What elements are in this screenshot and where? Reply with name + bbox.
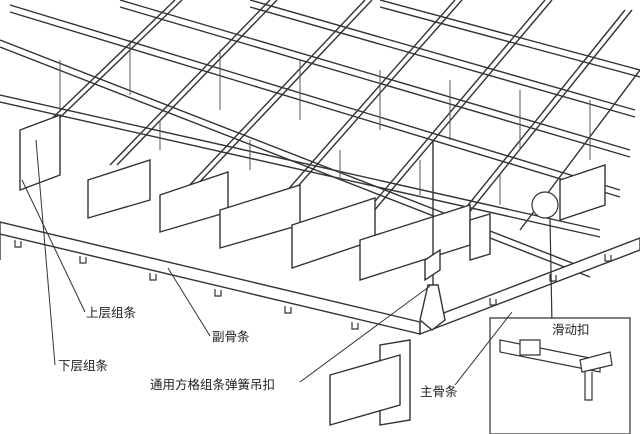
label-main-keel: 主骨条 (420, 384, 458, 399)
leader-lines (21, 139, 513, 386)
keel-slots (14, 240, 612, 330)
sliding-clip-callout (489, 191, 631, 434)
cell-depth-lines (59, 40, 591, 205)
upper-grid-strips (0, 0, 640, 278)
main-keel (419, 237, 640, 336)
label-lower-strip: 下层组条 (58, 358, 109, 373)
main-keel-stub (329, 354, 401, 426)
label-sliding-clip: 滑动扣 (552, 322, 590, 337)
upper-grid-cross-strips (39, 0, 640, 241)
label-upper-strip: 上层组条 (86, 305, 137, 320)
label-secondary-keel: 副骨条 (212, 329, 250, 344)
label-spring-hanger: 通用方格组条弹簧吊扣 (150, 377, 276, 392)
